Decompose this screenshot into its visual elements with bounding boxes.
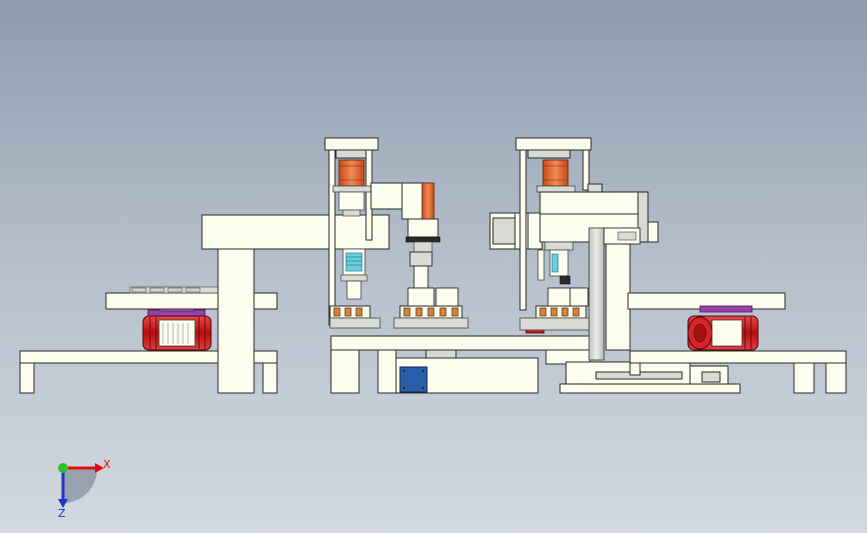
- left-press-tool-stack: [407, 251, 459, 307]
- coordinate-triad: X Z: [58, 458, 111, 520]
- right-press-upper-cylinder: [536, 159, 576, 193]
- right-press-column: [515, 137, 592, 311]
- right-press-lower-spring: [537, 241, 574, 285]
- x-axis-arrow-head: [95, 463, 104, 473]
- right-base-frame: [629, 350, 847, 394]
- left-indexing-table: [329, 305, 469, 329]
- right-indexing-table: [519, 305, 591, 334]
- left-motor: [142, 305, 212, 351]
- triad-plane-shadow: [63, 468, 98, 503]
- left-portal-frame: [201, 214, 390, 394]
- right-cylinder-block: [489, 212, 543, 250]
- right-base-linkage: [559, 361, 741, 394]
- left-press-column: [324, 137, 379, 326]
- triad-origin-y-icon: [58, 463, 68, 473]
- x-axis-label: X: [103, 458, 111, 471]
- left-press-upper-cylinder: [332, 159, 372, 217]
- right-support-post: [588, 227, 641, 361]
- z-axis-arrow-head: [58, 499, 68, 508]
- control-box-screws: [402, 369, 425, 390]
- center-main-plate: [330, 335, 591, 394]
- right-press-tool-stack: [547, 287, 589, 307]
- left-press-side-head: [370, 182, 441, 253]
- z-axis-label: Z: [58, 507, 66, 520]
- left-press-lower-spring: [340, 248, 368, 300]
- right-motor: [687, 315, 759, 351]
- right-conveyor-plate: [627, 292, 786, 313]
